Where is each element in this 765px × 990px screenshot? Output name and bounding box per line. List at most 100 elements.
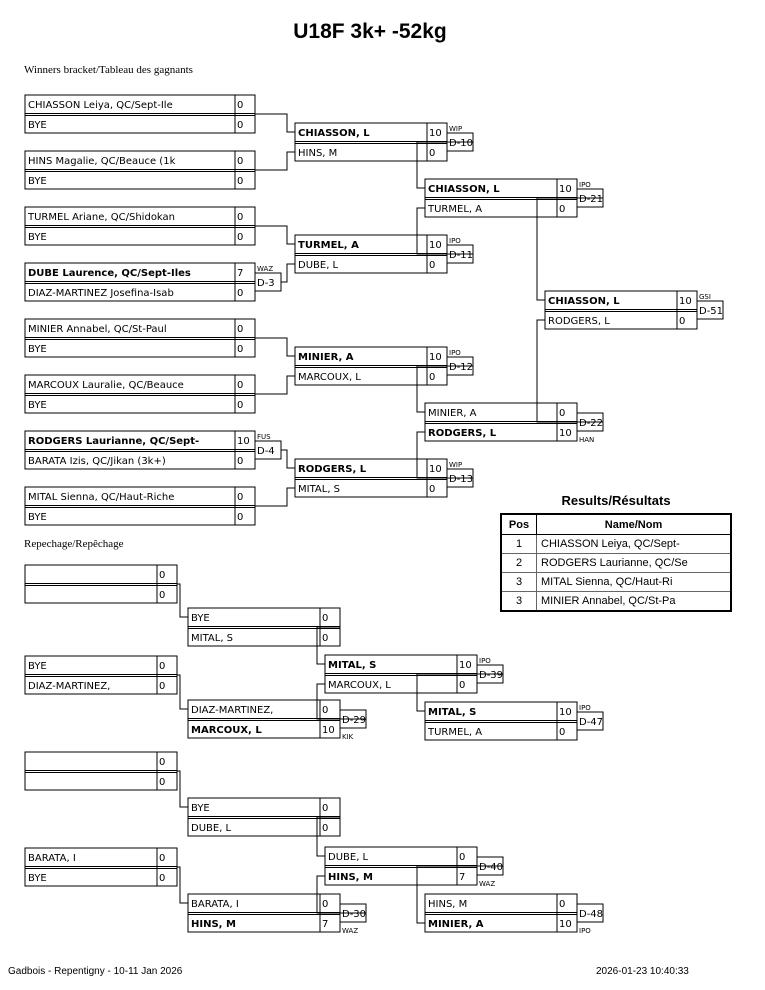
competitor-score: 7	[459, 872, 465, 883]
bracket-connector	[177, 583, 188, 618]
match-box-r7: 00	[24, 751, 178, 791]
competitor-score: 0	[159, 873, 165, 884]
competitor-name: BYE	[28, 873, 47, 884]
competitor-score: 0	[429, 260, 435, 271]
competitor-name: TURMEL, A	[427, 727, 482, 738]
competitor-name: DIAZ-MARTINEZ,	[191, 705, 273, 716]
competitor-score: 0	[559, 408, 565, 419]
competitor-score: 0	[429, 484, 435, 495]
competitor-score: 0	[237, 100, 243, 111]
competitor-name: MITAL Sienna, QC/Haut-Riche	[28, 492, 174, 503]
competitor-name: CHIASSON, L	[428, 184, 500, 195]
competitor-score: 0	[237, 288, 243, 299]
competitor-name: BARATA Izis, QC/Jikan (3k+)	[28, 456, 166, 467]
bracket-connector	[177, 770, 188, 808]
competitor-name: BYE	[191, 803, 210, 814]
competitor-score: 0	[429, 148, 435, 159]
competitor-score: 10	[559, 184, 572, 195]
result-name: CHIASSON Leiya, QC/Sept-	[536, 534, 732, 554]
bracket-connector	[316, 816, 340, 857]
competitor-score: 0	[237, 120, 243, 131]
competitor-name: HINS, M	[191, 919, 236, 930]
competitor-name: BYE	[28, 176, 47, 187]
footer-timestamp: 2026-01-23 10:40:33	[596, 966, 689, 977]
result-pos: 2	[500, 553, 537, 573]
competitor-score: 0	[459, 852, 465, 863]
match-number: D-22	[579, 418, 603, 429]
technique-code: IPO	[579, 704, 591, 712]
competitor-score: 0	[459, 680, 465, 691]
competitor-name: RODGERS Laurianne, QC/Sept-	[28, 436, 199, 447]
bracket-connector	[316, 626, 340, 665]
competitor-name: MARCOUX Lauralie, QC/Beauce	[28, 380, 184, 391]
match-number: D-40	[479, 862, 503, 873]
competitor-score: 0	[237, 232, 243, 243]
competitor-name: HINS, M	[298, 148, 337, 159]
competitor-score: 0	[237, 456, 243, 467]
competitor-name: MITAL, S	[298, 484, 340, 495]
technique-code: HAN	[579, 436, 594, 444]
result-pos: 1	[500, 534, 537, 554]
bracket-connector	[316, 875, 366, 914]
competitor-name: MARCOUX, L	[191, 725, 262, 736]
results-header-row: Pos Name/Nom	[500, 513, 732, 535]
competitor-name: MARCOUX, L	[298, 372, 361, 383]
competitor-score: 10	[429, 128, 442, 139]
competitor-score: 0	[237, 344, 243, 355]
competitor-score: 0	[679, 316, 685, 327]
bracket-connector	[255, 151, 295, 171]
competitor-score: 10	[679, 296, 692, 307]
competitor-score: 10	[559, 919, 572, 930]
page-title: U18F 3k+ -52kg	[293, 20, 447, 43]
technique-code: GSI	[699, 293, 711, 301]
competitor-score: 0	[237, 324, 243, 335]
result-name: RODGERS Laurianne, QC/Se	[536, 553, 732, 573]
competitor-name: MITAL, S	[428, 707, 476, 718]
competitor-name: HINS, M	[328, 872, 373, 883]
competitor-score: 0	[159, 661, 165, 672]
competitor-score: 10	[459, 660, 472, 671]
competitor-score: 0	[237, 380, 243, 391]
competitor-name: MINIER, A	[428, 919, 484, 930]
bracket-connector	[255, 375, 295, 395]
competitor-name: BYE	[28, 344, 47, 355]
match-number: D-30	[342, 909, 366, 920]
competitor-score: 0	[322, 705, 328, 716]
competitor-score: 0	[322, 823, 328, 834]
technique-code: WAZ	[479, 880, 495, 888]
match-number: D-47	[579, 717, 603, 728]
competitor-name: DUBE, L	[298, 260, 339, 271]
competitor-name: TURMEL, A	[427, 204, 482, 215]
bracket-connector	[177, 866, 188, 904]
bracket-connector	[416, 141, 473, 189]
match-number-box	[576, 711, 604, 731]
bracket-connector	[536, 197, 603, 301]
competitor-name: RODGERS, L	[298, 464, 367, 475]
competitor-score: 7	[322, 919, 328, 930]
bracket-connector	[416, 207, 473, 255]
competitor-name: BYE	[28, 120, 47, 131]
results-header-name: Name/Nom	[536, 513, 732, 535]
match-number: D-21	[579, 194, 603, 205]
competitor-score: 0	[237, 492, 243, 503]
competitor-name: BYE	[28, 400, 47, 411]
competitor-name: DIAZ-MARTINEZ Josefina-Isab	[28, 288, 174, 299]
competitor-score: 0	[559, 727, 565, 738]
match-number: D-3	[257, 278, 275, 289]
competitor-score: 0	[159, 777, 165, 788]
technique-code: FUS	[257, 433, 271, 441]
bracket-connector	[416, 865, 503, 924]
